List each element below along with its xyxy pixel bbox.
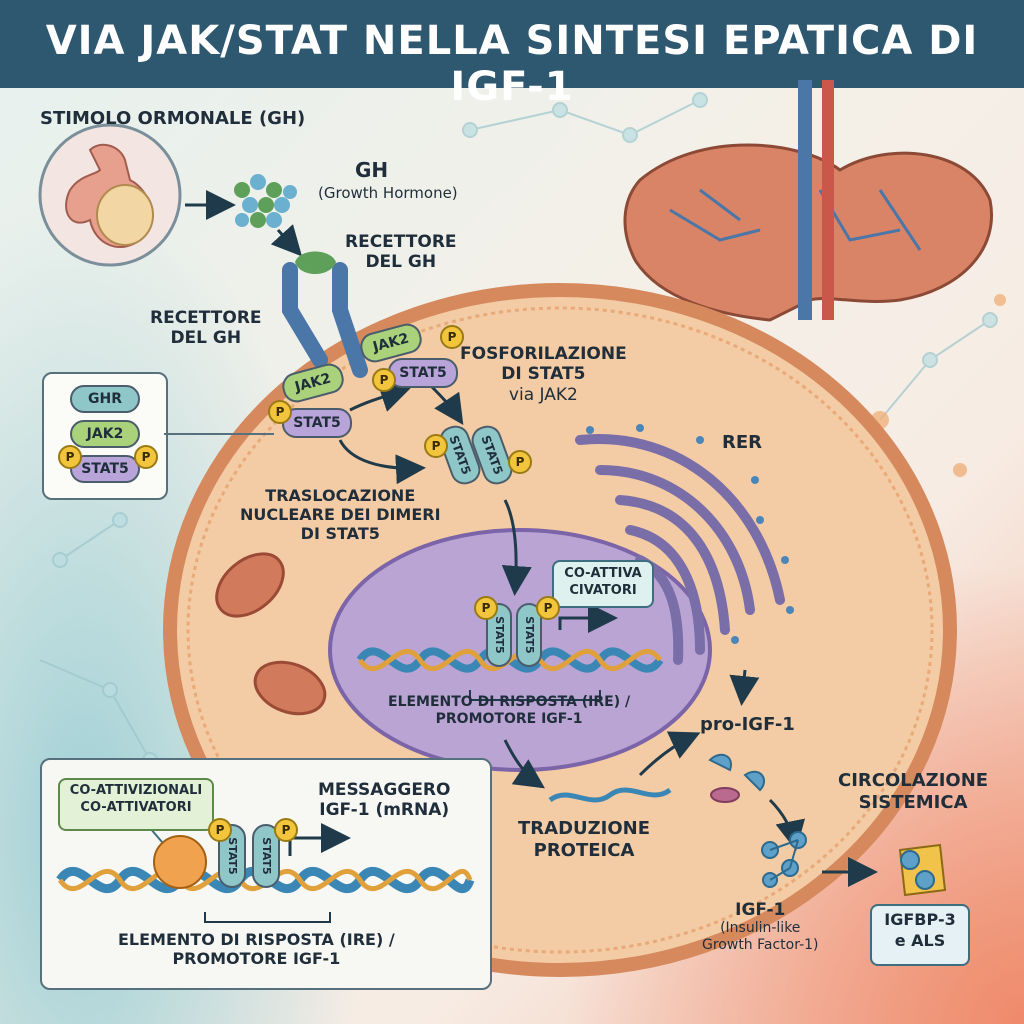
- p-badge-nucleus-left: P: [474, 596, 498, 620]
- legend-p-right: P: [134, 445, 158, 469]
- translocation-line2: NUCLEARE DEI DIMERI: [240, 505, 441, 525]
- translocation-line3: DI STAT5: [300, 524, 380, 544]
- phosphorylation-label: FOSFORILAZIONE DI STAT5 via JAK2: [460, 344, 627, 405]
- stat5-left: STAT5: [282, 408, 352, 438]
- arrow-translocation: [338, 439, 426, 485]
- inset-ire-line2: PROMOTORE IGF-1: [172, 949, 341, 969]
- gh-receptor-dimer: [282, 251, 368, 378]
- igf1-molecule: [761, 831, 807, 888]
- p-badge-jak2-right: P: [440, 325, 464, 349]
- coactivators-line1: CO-ATTIVA: [564, 566, 642, 581]
- p-badge-inset-right: P: [274, 818, 298, 842]
- arrow-nucleus-to-mrna: [503, 739, 545, 789]
- gh-label: GH: [355, 158, 389, 182]
- title-bar: [0, 0, 1024, 88]
- inset-messenger-line2: IGF-1 (mRNA): [319, 800, 450, 821]
- cell-membrane-inner: [186, 306, 934, 954]
- legend-p-left: P: [58, 445, 82, 469]
- igfbp3-als-complex: [898, 843, 947, 897]
- translation-label: TRADUZIONE PROTEICA: [518, 818, 650, 861]
- mrna-strand: [548, 787, 672, 803]
- p-badge-stat5-left: P: [268, 400, 292, 424]
- legend-ghr: GHR: [70, 385, 140, 413]
- arrow-phosphorylation: [349, 383, 411, 412]
- pro-igf1-label: pro-IGF-1: [700, 714, 795, 735]
- coactivators-line2: CIVATORI: [569, 582, 637, 598]
- arrow-gh-to-receptor: [270, 224, 303, 257]
- inset-ire-line1: ELEMENTO DI RISPOSTA (IRE) /: [118, 930, 395, 949]
- receptor-label-left-line2: DEL GH: [170, 328, 242, 349]
- receptor-label-right-line2: DEL GH: [365, 252, 437, 273]
- p-badge-dimer-right: P: [508, 450, 532, 474]
- stimulus-heading: STIMOLO ORMONALE (GH): [40, 108, 306, 129]
- receptor-label-left: RECETTORE DEL GH: [150, 308, 262, 349]
- translocation-label: TRASLOCAZIONE NUCLEARE DEI DIMERI DI STA…: [240, 486, 441, 544]
- translocation-line1: TRASLOCAZIONE: [265, 486, 416, 505]
- ire-nucleus-line1: ELEMENTO DI RISPOSTA (IRE) /: [388, 694, 631, 710]
- receptor-label-right-line1: RECETTORE: [345, 232, 457, 252]
- page-title: VIA JAK/STAT NELLA SINTESI EPATICA DI IG…: [45, 18, 979, 110]
- translation-line2: PROTEICA: [533, 839, 635, 861]
- ire-label-nucleus: ELEMENTO DI RISPOSTA (IRE) / PROMOTORE I…: [388, 694, 630, 728]
- arrow-rer-to-pro-igf: [729, 669, 760, 706]
- inset-coactivators-line2: CO-ATTIVATORI: [80, 799, 192, 815]
- network-decoration: [39, 92, 998, 768]
- circulation-label: CIRCOLAZIONE SISTEMICA: [838, 770, 988, 813]
- mitochondrion: [215, 552, 327, 716]
- receptor-label-right: RECETTORE DEL GH: [345, 232, 457, 273]
- igfbp3-als-box: IGFBP-3 e ALS: [870, 904, 970, 966]
- phosphorylation-line3: via JAK2: [508, 384, 578, 405]
- pituitary-gland-illustration: [38, 123, 182, 267]
- circulation-line2: SISTEMICA: [858, 791, 968, 813]
- gh-full-label: (Growth Hormone): [318, 184, 458, 202]
- ire-bracket: [469, 690, 601, 701]
- phosphorylation-line2: DI STAT5: [501, 364, 586, 385]
- stat5-right: STAT5: [388, 358, 458, 388]
- phosphorylation-line1: FOSFORILAZIONE: [460, 344, 627, 364]
- rer-label: RER: [722, 432, 763, 453]
- pro-igf1-peptides: [708, 753, 765, 803]
- arrow-transcription: [558, 603, 618, 633]
- circulation-line1: CIRCOLAZIONE: [838, 770, 989, 791]
- receptor-label-left-line1: RECETTORE: [150, 308, 262, 328]
- inset-ire-label: ELEMENTO DI RISPOSTA (IRE) / PROMOTORE I…: [118, 930, 395, 968]
- legend-jak2: JAK2: [70, 420, 140, 448]
- inset-messenger-line1: MESSAGGERO: [318, 780, 451, 800]
- legend-connector: [164, 433, 274, 435]
- inset-coactivators-line1: CO-ATTIVIZIONALI: [69, 783, 203, 798]
- igf1-full-line1: (Insulin-like: [720, 920, 801, 937]
- p-badge-dimer-left: P: [424, 434, 448, 458]
- p-badge-inset-left: P: [208, 818, 232, 842]
- igf1-name: IGF-1: [735, 900, 786, 920]
- ire-nucleus-line2: PROMOTORE IGF-1: [435, 710, 583, 727]
- ribosome-dots: [586, 424, 794, 644]
- arrow-mrna-to-pro-igf: [638, 731, 701, 777]
- igf1-label: IGF-1 (Insulin-like Growth Factor-1): [702, 900, 819, 954]
- coactivators-callout: CO-ATTIVA CIVATORI: [552, 560, 654, 608]
- p-badge-stat5-right: P: [372, 368, 396, 392]
- gh-molecule-cluster: [234, 174, 297, 228]
- inset-messenger-label: MESSAGGERO IGF-1 (mRNA): [318, 780, 450, 821]
- igf1-full-line2: Growth Factor-1): [702, 937, 819, 954]
- translation-line1: TRADUZIONE: [518, 818, 651, 839]
- inset-coactivators-callout: CO-ATTIVIZIONALI CO-ATTIVATORI: [58, 778, 214, 831]
- igfbp3-line2: e ALS: [894, 930, 946, 950]
- arrow-dimer-to-nucleus: [501, 499, 532, 596]
- liver-illustration: [623, 80, 993, 322]
- p-badge-nucleus-right: P: [536, 596, 560, 620]
- igfbp3-line1: IGFBP-3: [884, 910, 956, 929]
